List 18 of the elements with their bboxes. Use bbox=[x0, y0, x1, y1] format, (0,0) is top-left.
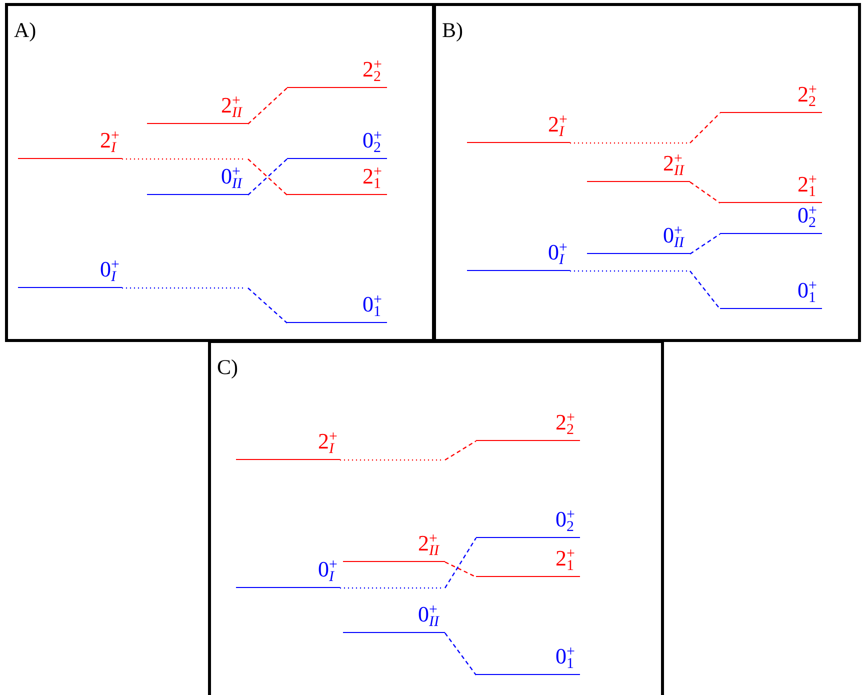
panel-label: A) bbox=[14, 20, 36, 41]
connector-line bbox=[690, 182, 720, 204]
panel-frame bbox=[208, 340, 664, 695]
connector-line bbox=[690, 234, 720, 254]
panel-frame bbox=[433, 3, 861, 342]
connector-line bbox=[570, 112, 720, 144]
connector-line bbox=[340, 440, 476, 461]
connector-line bbox=[444, 561, 476, 578]
connector-line bbox=[122, 287, 288, 324]
panel-label: C) bbox=[217, 357, 238, 378]
connector-line bbox=[444, 632, 476, 676]
connector-line bbox=[340, 538, 476, 589]
connector-line bbox=[122, 158, 288, 196]
connector-line bbox=[248, 158, 288, 196]
panel-frame bbox=[5, 3, 435, 342]
connector-line bbox=[570, 270, 720, 310]
connector-line bbox=[248, 88, 288, 124]
panel-label: B) bbox=[442, 20, 463, 41]
